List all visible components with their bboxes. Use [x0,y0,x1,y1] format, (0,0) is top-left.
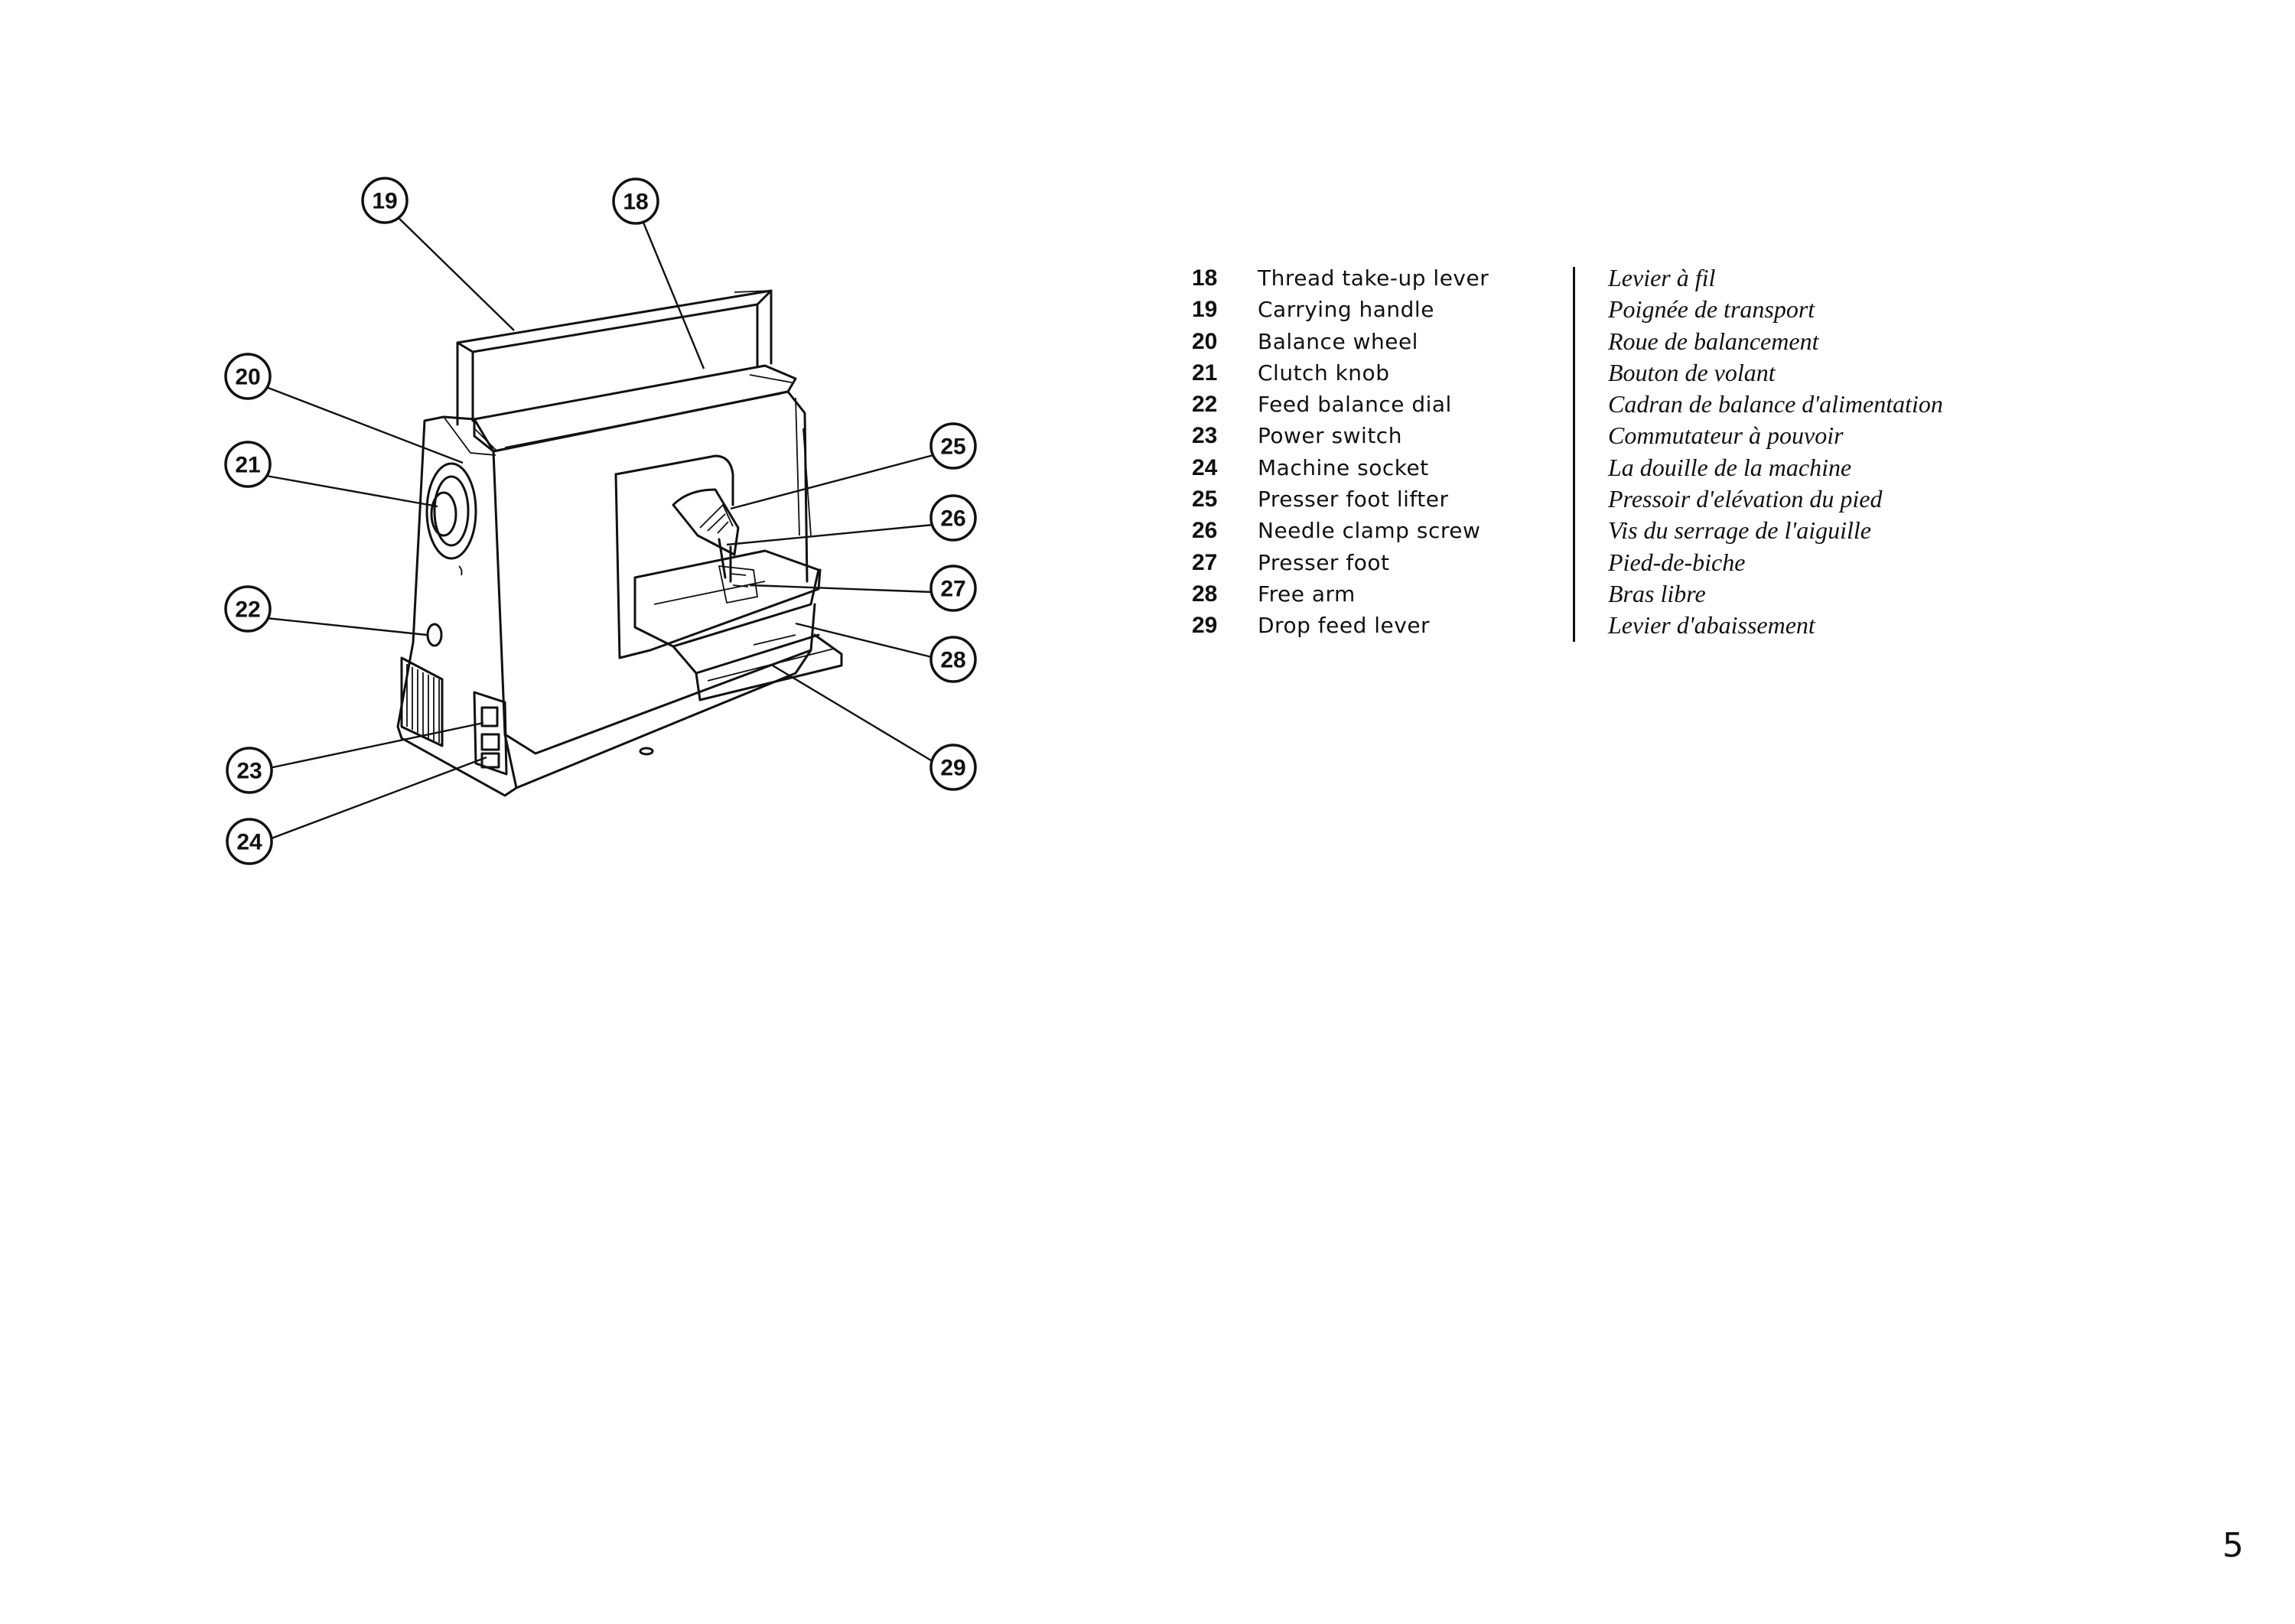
legend-french-label: Bras libre [1608,579,1706,607]
legend-english-label: Presser foot [1258,549,1390,575]
callout-18: 18 [612,177,659,225]
callout-28: 28 [929,636,977,683]
legend-english-label: Needle clamp screw [1258,518,1481,544]
callout-27-label: 27 [940,577,965,602]
legend-english-label: Thread take-up lever [1258,265,1489,291]
legend-french-label: Commutateur à pouvoir [1608,421,1844,450]
legend-number: 28 [1192,581,1218,607]
legend-number: 20 [1192,328,1218,354]
legend-row: 22 Feed balance dial Cadran de balance d… [1192,389,2110,420]
legend-number: 18 [1192,265,1218,291]
callout-19-label: 19 [372,189,397,214]
legend-number: 25 [1192,487,1218,513]
legend-row: 23 Power switch Commutateur à pouvoir [1192,420,2110,451]
callout-22-label: 22 [235,597,260,623]
legend-french-label: Levier d'abaissement [1608,611,1815,640]
callout-29-label: 29 [940,756,965,781]
sewing-machine-diagram: 19 18 20 21 22 23 24 25 [224,177,977,865]
leader-lines [265,213,936,841]
legend-french-label: Levier à fil [1608,264,1716,291]
legend-row: 27 Presser foot Pied-de-biche [1192,547,2110,578]
page-number: 5 [2222,1526,2244,1565]
legend-row: 26 Needle clamp screw Vis du serrage de … [1192,515,2110,546]
legend-row: 25 Presser foot lifter Pressoir d'elévat… [1192,483,2110,515]
callout-20-label: 20 [235,365,260,390]
legend-french-label: La douille de la machine [1608,453,1852,481]
legend-english-label: Power switch [1258,423,1402,449]
legend-english-label: Drop feed lever [1258,613,1431,639]
legend-english-label: Feed balance dial [1258,392,1452,418]
legend-number: 22 [1192,392,1218,418]
sewing-machine-illustration [396,289,843,797]
legend-number: 21 [1192,360,1218,386]
legend-row: 20 Balance wheel Roue de balancement [1192,326,2110,357]
legend-french-label: Pied-de-biche [1608,548,1746,576]
legend-divider [1573,267,1575,642]
callout-26-label: 26 [940,506,965,532]
legend-row: 28 Free arm Bras libre [1192,578,2110,610]
callout-22: 22 [224,585,272,633]
legend-number: 23 [1192,423,1218,449]
callout-20: 20 [224,353,272,400]
callout-21-label: 21 [235,453,260,478]
legend-row: 29 Drop feed lever Levier d'abaissement [1192,610,2110,641]
callout-26: 26 [929,494,977,542]
legend-french-label: Roue de balancement [1608,327,1819,355]
legend-row: 18 Thread take-up lever Levier à fil [1192,262,2110,294]
legend-english-label: Free arm [1258,581,1356,607]
legend-row: 24 Machine socket La douille de la machi… [1192,452,2110,483]
legend-number: 19 [1192,297,1218,323]
legend-number: 24 [1192,454,1218,480]
callout-27: 27 [929,565,977,612]
parts-legend: 18 Thread take-up lever Levier à fil 19 … [1192,262,2110,642]
callout-28-label: 28 [940,648,965,673]
legend-english-label: Clutch knob [1258,360,1390,386]
callout-29: 29 [929,744,977,791]
callout-19: 19 [361,177,409,224]
callout-23: 23 [226,747,273,794]
legend-row: 21 Clutch knob Bouton de volant [1192,357,2110,389]
legend-french-label: Pressoir d'elévation du pied [1608,485,1883,513]
callout-24: 24 [226,818,273,865]
legend-english-label: Carrying handle [1258,297,1434,323]
legend-french-label: Poignée de transport [1608,295,1815,324]
legend-french-label: Cadran de balance d'alimentation [1608,390,1943,418]
callout-21: 21 [224,441,272,488]
callout-25-label: 25 [940,434,965,460]
legend-english-label: Machine socket [1258,454,1429,480]
legend-english-label: Presser foot lifter [1258,487,1449,513]
callout-25: 25 [929,422,977,470]
legend-number: 29 [1192,613,1218,639]
callout-24-label: 24 [236,830,262,855]
legend-number: 27 [1192,549,1218,575]
legend-row: 19 Carrying handle Poignée de transport [1192,294,2110,325]
callout-18-label: 18 [623,190,648,215]
legend-english-label: Balance wheel [1258,328,1418,354]
legend-french-label: Bouton de volant [1608,358,1776,386]
callout-23-label: 23 [236,759,262,784]
legend-french-label: Vis du serrage de l'aiguille [1608,516,1871,545]
legend-number: 26 [1192,518,1218,544]
